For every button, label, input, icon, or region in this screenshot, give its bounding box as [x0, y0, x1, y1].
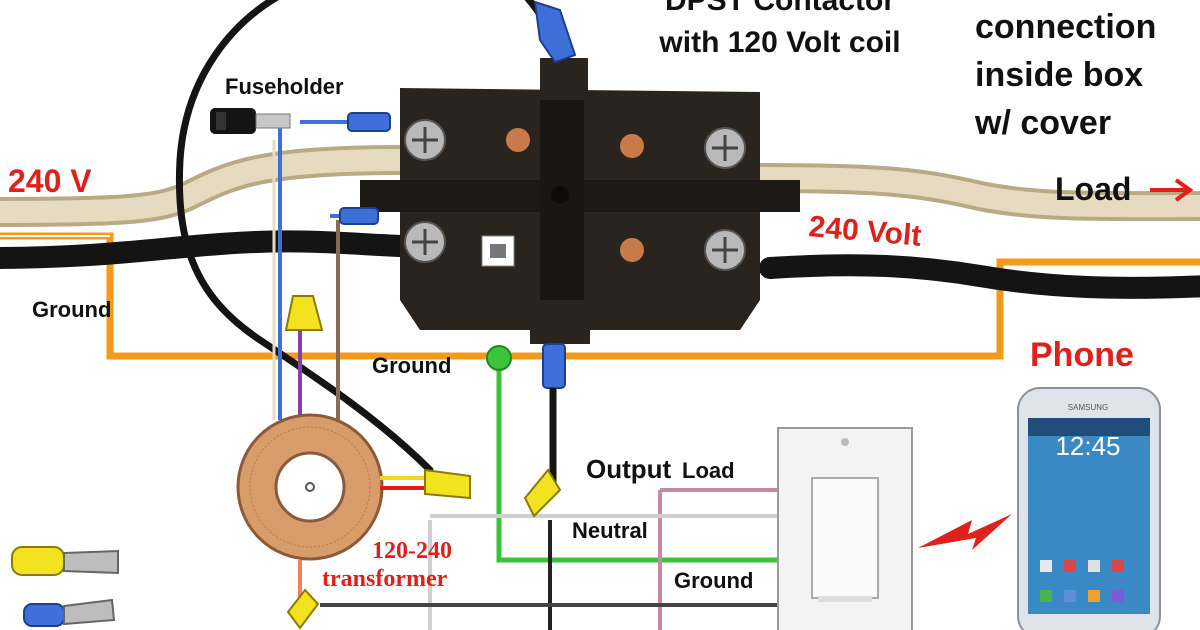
title-line-1: DPST Contactor: [665, 0, 895, 17]
fuseholder-label: Fuseholder: [225, 74, 344, 99]
load-arrow-label: Load: [1055, 171, 1131, 207]
supply-240v-label: 240 V: [8, 163, 92, 199]
ground-center-label: Ground: [372, 353, 451, 378]
load-label: Load: [682, 458, 735, 483]
supply-cable-beige: [0, 145, 1200, 227]
phone-clock: 12:45: [1055, 431, 1120, 461]
load-arrow-group: Load: [1055, 171, 1194, 207]
transformer-label-1: 120-240: [372, 538, 452, 564]
note-line-1: connection: [975, 8, 1156, 46]
spare-terminals: [11, 546, 119, 627]
note-line-2: inside box: [975, 56, 1143, 94]
smart-switch: [777, 427, 913, 630]
wireless-signal-bolt: [918, 514, 1012, 550]
title-line-2: with 120 Volt coil: [658, 26, 900, 59]
blue-wires: [278, 120, 350, 420]
output-label: Output: [586, 454, 672, 484]
note-line-3: w/ cover: [974, 104, 1111, 142]
fuseholder: [210, 108, 291, 134]
supply-cable-black: [0, 230, 1200, 299]
ground-left-label: Ground: [32, 297, 111, 322]
phone-brand: SAMSUNG: [1068, 403, 1108, 412]
green-ground-wire: [496, 360, 780, 563]
transformer-label-2: transformer: [322, 566, 448, 592]
phone-label: Phone: [1030, 336, 1134, 374]
load-arrow-icon: [1150, 178, 1194, 202]
switch-wires: [320, 488, 780, 630]
blue-crimp-connectors: [339, 0, 577, 389]
volt-240-label: 240 Volt: [807, 210, 922, 253]
contactor: [360, 58, 800, 344]
ground-connector-dot: [486, 345, 512, 371]
toroid-transformer: [236, 413, 430, 605]
neutral-label: Neutral: [572, 518, 648, 543]
terminal-screw: [404, 119, 746, 271]
yellow-wire-nuts: [284, 295, 562, 630]
ground-switch-label: Ground: [674, 568, 753, 593]
phone-device: [1017, 387, 1161, 630]
